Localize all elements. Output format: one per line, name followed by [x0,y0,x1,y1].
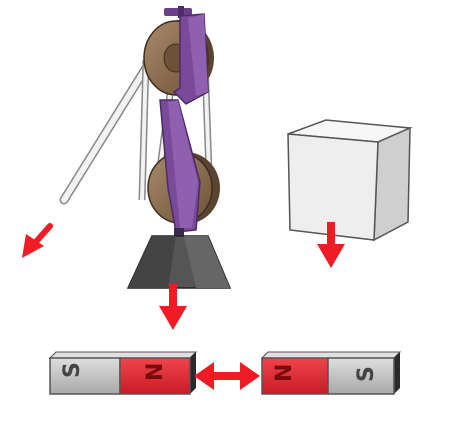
magnet-right: N S [260,351,402,395]
pulley-system [59,6,232,289]
magnet-left-pole-right: N [143,363,168,381]
arrow-down-left-icon [22,223,53,258]
arrow-down-icon [159,284,187,330]
magnet-right-pole-left: N [272,364,297,382]
magnet-left: S N [48,351,198,395]
arrow-down-icon [317,222,345,268]
top-pulley [143,6,214,105]
hanging-weight [126,235,232,289]
magnet-left-pole-left: S [60,362,85,378]
cube [287,119,413,242]
magnet-right-pole-right: S [354,366,379,382]
double-arrow-horizontal-icon [194,362,260,390]
bottom-pulley [147,99,220,236]
